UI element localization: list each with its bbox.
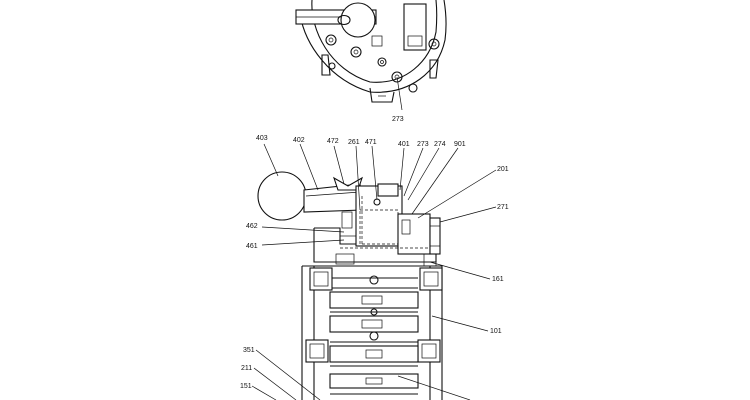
callout-471: 471 (365, 139, 377, 146)
callout-901: 901 (454, 141, 466, 148)
callout-403: 403 (256, 135, 268, 142)
callout-273-top: 273 (392, 116, 404, 123)
top-plan-view: 273 (295, 0, 447, 123)
callout-161: 161 (492, 276, 504, 283)
callout-273: 273 (417, 141, 429, 148)
callout-151: 151 (240, 383, 252, 390)
leader-lines (251, 143, 497, 400)
callout-351: 351 (243, 347, 255, 354)
callout-461: 461 (246, 243, 258, 250)
callout-211: 211 (241, 365, 252, 372)
callout-401: 401 (398, 141, 410, 148)
callout-271: 271 (497, 204, 509, 211)
callout-402: 402 (293, 137, 305, 144)
callout-472: 472 (327, 138, 339, 145)
callout-261: 261 (348, 139, 360, 146)
front-section-view (257, 171, 443, 400)
callout-201: 201 (497, 166, 509, 173)
lever-ball (257, 171, 307, 221)
callout-462: 462 (246, 223, 258, 230)
callout-101: 101 (490, 328, 502, 335)
callout-labels: 403 402 472 261 471 401 273 274 901 201 … (240, 135, 509, 390)
callout-274: 274 (434, 141, 446, 148)
